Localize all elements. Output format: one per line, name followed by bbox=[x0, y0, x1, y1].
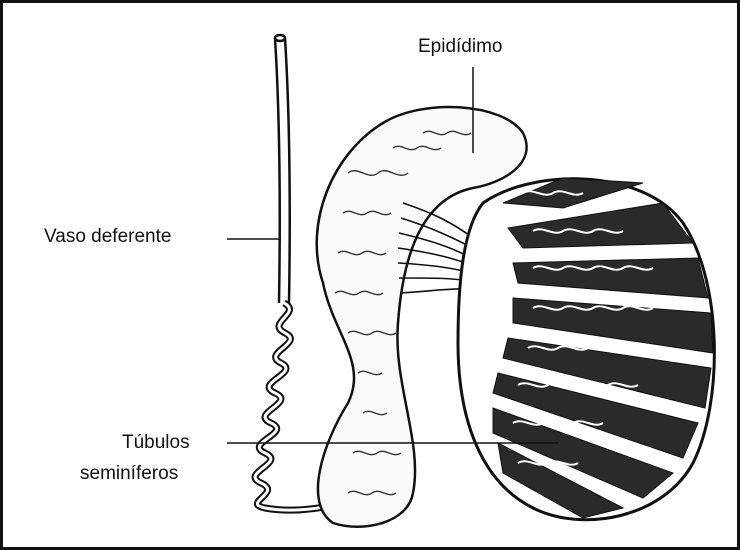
vas-deferens-label: Vaso deferente bbox=[44, 225, 171, 249]
epididymis-label: Epidídimo bbox=[418, 35, 503, 59]
testis bbox=[458, 178, 714, 520]
seminiferous-tubules-label-line2: seminíferos bbox=[80, 462, 178, 486]
seminiferous-tubules-label-line1: Túbulos bbox=[122, 431, 190, 455]
